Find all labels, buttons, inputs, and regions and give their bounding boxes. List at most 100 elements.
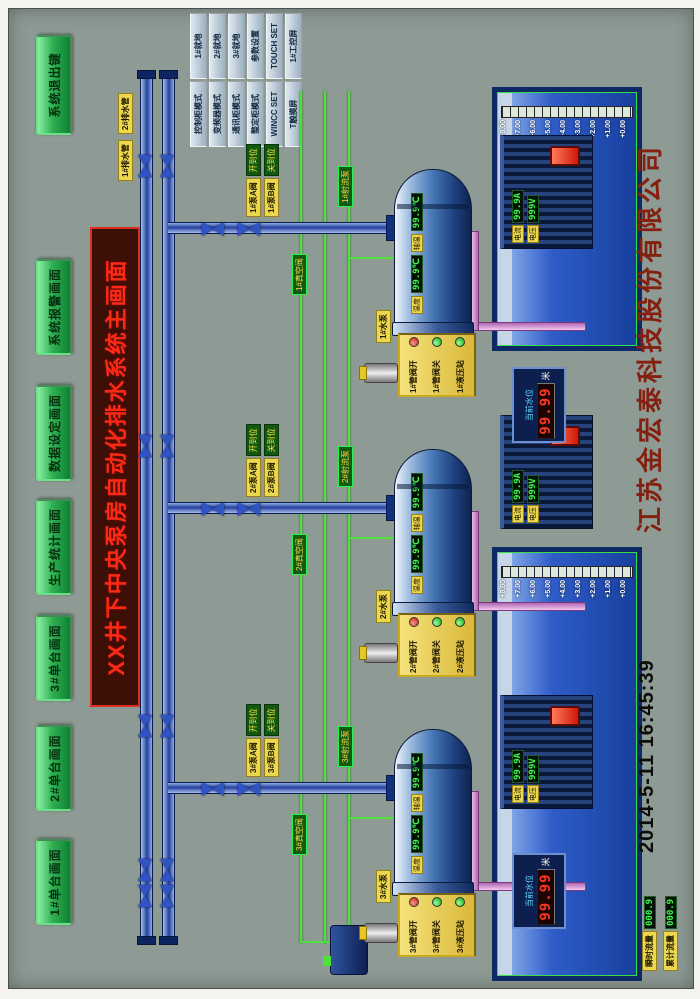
drop-valve-icon[interactable]: [238, 782, 260, 796]
indicator-light: [431, 617, 442, 627]
drop-valve-icon[interactable]: [238, 222, 260, 236]
drop-valve-icon[interactable]: [202, 222, 224, 236]
panel-row-hydraulic[interactable]: 1#液压站: [455, 337, 466, 393]
water-level-display-west: 当前水位 99.99 米: [512, 853, 566, 929]
mode-button-touch-set[interactable]: TOUCH SET: [266, 13, 283, 79]
readout-label: 轴温: [411, 794, 423, 813]
vacuum-line-stub: [350, 257, 396, 259]
water-level-label: 当前水位: [524, 875, 534, 907]
manifold-valve-icon[interactable]: [138, 715, 152, 737]
panel-row-valve-open[interactable]: 1#管阀开: [408, 337, 419, 393]
readout-value: 000.9: [643, 895, 656, 929]
datetime-display: 2014-5-11 16:45:39: [636, 659, 658, 853]
readout-label: 轴温: [411, 234, 423, 253]
pipe-end-cap: [159, 70, 178, 79]
pump-name-tag: 2#水泵: [376, 590, 391, 623]
panel-row-hydraulic[interactable]: 2#液压站: [455, 617, 466, 673]
indicator-light: [408, 337, 419, 347]
valve-status-tags: 3#泵A阀开到位 3#泵B阀关到位: [246, 704, 279, 777]
manifold-valve-icon[interactable]: [138, 435, 152, 457]
valve-control-panel: 1#管阀开 1#管阀关 1#液压站: [398, 333, 476, 397]
pump-unit-2: 2#泵A阀开到位 2#泵B阀关到位 2#真空阀 2#射流泵 2#水泵 温度 99…: [0, 399, 700, 679]
casing-readouts: 温度 99.9℃ 轴温 99.9℃: [411, 473, 423, 594]
hydraulic-station-icon: [364, 643, 398, 663]
readout-value: 99.9℃: [411, 535, 423, 573]
readout-value: 99.9℃: [411, 815, 423, 853]
pump-name-tag: 1#水泵: [376, 310, 391, 343]
valve-tag-status: 开到位: [246, 704, 261, 737]
readout-value: 99.9℃: [411, 255, 423, 293]
jet-pump-tag: 1#射流泵: [338, 166, 353, 207]
hydraulic-station-icon: [364, 363, 398, 383]
manifold-valve-icon[interactable]: [160, 155, 174, 177]
mode-button-2-local[interactable]: 2#就地: [209, 13, 226, 79]
mode-button-parameters[interactable]: 参数设置: [247, 13, 264, 79]
motor-stop-button[interactable]: [550, 146, 580, 166]
motor-stop-button[interactable]: [550, 706, 580, 726]
indicator-light: [431, 897, 442, 907]
readout-label: 温度: [411, 296, 423, 314]
water-level-unit: 米: [541, 857, 551, 867]
water-level-display-east: 当前水位 99.99 米: [512, 367, 566, 443]
manifold-valve-icon[interactable]: [160, 715, 174, 737]
drop-valve-icon[interactable]: [238, 502, 260, 516]
valve-tag-status: 关到位: [264, 704, 279, 737]
valve-control-panel: 2#管阀开 2#管阀关 2#液压站: [398, 613, 476, 677]
pump-name-tag: 3#水泵: [376, 870, 391, 903]
vacuum-valve-tag: 2#真空阀: [292, 534, 307, 575]
flow-readout-instant: 瞬时流量 000.9: [642, 895, 657, 971]
vacuum-line-stub: [350, 817, 396, 819]
readout-value: 99.9A: [512, 749, 524, 783]
pipeline-label-1: 1#排水管: [118, 140, 133, 181]
readout-label: 电流: [512, 505, 524, 523]
manifold-valve-icon[interactable]: [160, 435, 174, 457]
mode-button-ipc-screen[interactable]: 1#工控屏: [285, 13, 302, 79]
valve-status-tags: 1#泵A阀开到位 1#泵B阀关到位: [246, 144, 279, 217]
panel-row-hydraulic[interactable]: 3#液压站: [455, 897, 466, 953]
water-level-unit: 米: [541, 371, 551, 381]
readout-label: 电压: [527, 505, 539, 523]
pump-casing: 温度 99.9℃ 轴温 99.9℃: [394, 169, 472, 337]
pump-unit-1: 1#泵A阀开到位 1#泵B阀关到位 1#真空阀 1#射流泵 1#水泵 温度 99…: [0, 119, 700, 399]
indicator-light: [455, 617, 466, 627]
pump-casing: 温度 99.9℃ 轴温 99.9℃: [394, 729, 472, 897]
panel-row-valve-close[interactable]: 3#管阀关: [431, 897, 442, 953]
mode-button-3-local[interactable]: 3#就地: [228, 13, 245, 79]
valve-tag-status: 关到位: [264, 424, 279, 457]
panel-row-valve-close[interactable]: 1#管阀关: [431, 337, 442, 393]
readout-value: 99.9℃: [411, 193, 423, 232]
readout-value: 99.9℃: [411, 473, 423, 512]
panel-row-valve-open[interactable]: 3#管阀开: [408, 897, 419, 953]
readout-value: 99.9A: [512, 469, 524, 503]
readout-label: 电流: [512, 785, 524, 803]
valve-tag-status: 开到位: [246, 424, 261, 457]
valve-tag-status: 关到位: [264, 144, 279, 177]
readout-label: 电压: [527, 225, 539, 243]
readout-value: 999V: [527, 195, 539, 223]
readout-label: 电压: [527, 785, 539, 803]
jet-pump-tag: 2#射流泵: [338, 446, 353, 487]
panel-row-valve-open[interactable]: 2#管阀开: [408, 617, 419, 673]
vacuum-valve-tag: 3#真空阀: [292, 814, 307, 855]
drop-valve-icon[interactable]: [202, 502, 224, 516]
water-level-label: 当前水位: [524, 389, 534, 421]
manifold-valve-icon[interactable]: [138, 155, 152, 177]
vacuum-valve-tag: 1#真空阀: [292, 254, 307, 295]
panel-row-valve-close[interactable]: 2#管阀关: [431, 617, 442, 673]
valve-tag-label: 2#泵A阀: [246, 458, 261, 497]
mode-button-1-local[interactable]: 1#就地: [190, 13, 207, 79]
flow-readout-total: 累计流量 000.9: [663, 895, 678, 971]
vacuum-line-stub: [350, 537, 396, 539]
drop-valve-icon[interactable]: [202, 782, 224, 796]
suction-pipe: [470, 602, 586, 611]
valve-tag-label: 3#泵A阀: [246, 738, 261, 777]
valve-tag-label: 2#泵B阀: [264, 458, 279, 497]
valve-tag-status: 开到位: [246, 144, 261, 177]
indicator-light: [431, 337, 442, 347]
